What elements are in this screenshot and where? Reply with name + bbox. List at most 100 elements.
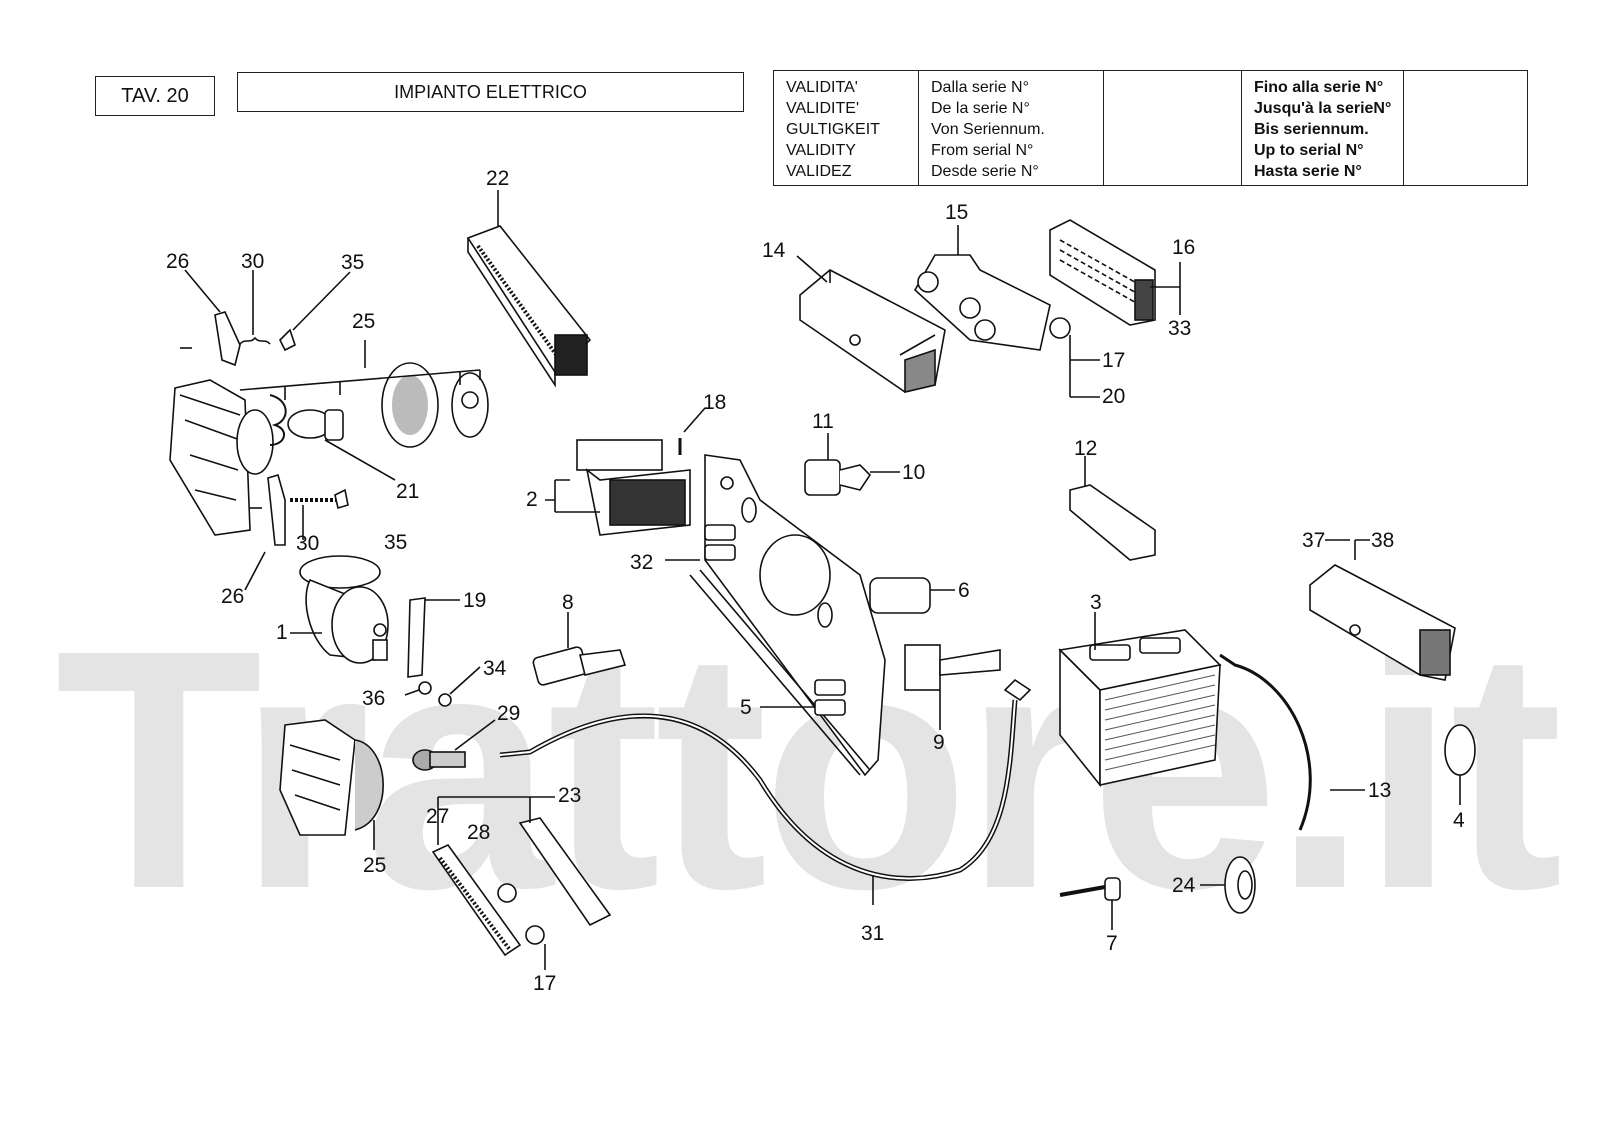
page-title: IMPIANTO ELETTRICO [394,81,587,102]
validity-label: VALIDITY [786,142,856,159]
callout-25: 25 [363,854,387,877]
callout-13: 13 [1368,779,1392,802]
to-serial-label: Jusqu'à la serieN° [1254,100,1392,117]
part-17-20-bulb [1049,317,1100,398]
from-serial-label: Desde serie N° [931,163,1039,180]
callout-32: 32 [630,551,654,574]
part-32-warning-lights [665,524,736,561]
callout-6: 6 [958,579,970,602]
part-7-screw [1059,877,1121,930]
callout-5: 5 [740,696,752,719]
callout-35: 35 [384,531,408,554]
callout-35: 35 [341,251,365,274]
part-9-toggle-switch [904,644,1001,730]
to-serial-value [1404,71,1527,185]
instrument-panel [689,454,886,777]
validity-label: VALIDITE' [786,100,859,117]
headlamp-fastener-set-top [180,269,351,367]
callout-16: 16 [1172,236,1196,259]
part-3-battery [1058,612,1222,788]
to-serial-label: Hasta serie N° [1254,163,1362,180]
callout-23: 23 [558,784,582,807]
part-4-reflector [1444,724,1476,805]
validity-label: VALIDEZ [786,163,852,180]
validity-labels-column: VALIDITA' VALIDITE' GULTIGKEIT VALIDITY … [774,71,919,185]
callout-18: 18 [703,391,727,414]
callout-21: 21 [396,480,420,503]
callout-8: 8 [562,591,574,614]
from-serial-column: Dalla serie N° De la serie N° Von Serien… [919,71,1104,185]
part-6-rotary-switch [869,577,955,614]
part-25-headlamp-lower [279,719,384,850]
to-serial-column: Fino alla serie N° Jusqu'à la serieN° Bi… [1242,71,1404,185]
callout-19: 19 [463,589,487,612]
part-19-horn-bracket [407,597,460,678]
part-22-side-lamp [466,190,592,388]
part-16-33-lens [1049,219,1181,326]
part-1-horn [290,555,389,664]
callout-24: 24 [1172,874,1196,897]
part-14-tail-lamp [796,255,946,394]
title-box: IMPIANTO ELETTRICO [237,72,744,112]
from-serial-label: Von Seriennum. [931,121,1045,138]
callout-26: 26 [166,250,190,273]
validity-label: GULTIGKEIT [786,121,880,138]
to-serial-label: Bis seriennum. [1254,121,1369,138]
callout-31: 31 [861,922,885,945]
part-37-38-lamp [1309,539,1456,681]
callout-2: 2 [526,488,538,511]
from-serial-value [1104,71,1242,185]
callout-25: 25 [352,310,376,333]
callout-1: 1 [276,621,288,644]
callout-11: 11 [812,410,834,433]
part-29-lamp-socket [412,719,496,771]
callout-14: 14 [762,239,786,262]
callout-36: 36 [362,687,386,710]
from-serial-label: Dalla serie N° [931,79,1029,96]
part-8-flasher-unit [532,612,627,686]
part-13-battery-cable [1219,653,1365,831]
to-serial-label: Fino alla serie N° [1254,79,1384,96]
callout-12: 12 [1074,437,1098,460]
part-24-grommet [1200,856,1256,914]
to-serial-label: Up to serial N° [1254,142,1364,159]
callout-10: 10 [902,461,926,484]
callout-7: 7 [1106,932,1118,955]
part-15-lamp-holder [913,225,1051,351]
part-5-warning-lights [760,679,846,716]
callout-27: 27 [426,805,450,828]
part-23-indicator-lamp [431,796,612,970]
callout-22: 22 [486,167,510,190]
callout-33: 33 [1168,317,1192,340]
callout-37: 37 [1302,529,1326,552]
validity-table: VALIDITA' VALIDITE' GULTIGKEIT VALIDITY … [773,70,1528,186]
part-31-cable [499,678,1032,905]
callout-29: 29 [497,702,521,725]
part-12-fuse-holder [1069,456,1156,561]
callout-4: 4 [1453,809,1465,832]
callout-30: 30 [296,532,320,555]
part-10-11-ignition-switch [804,433,900,496]
headlamp-fastener-set-bottom [244,473,349,591]
callout-9: 9 [933,731,945,754]
callout-17: 17 [533,972,557,995]
callout-3: 3 [1090,591,1102,614]
callout-30: 30 [241,250,265,273]
callout-17: 17 [1102,349,1126,372]
from-serial-label: De la serie N° [931,100,1030,117]
parts-34-36-nut-washer [404,666,481,707]
validity-label: VALIDITA' [786,79,858,96]
callout-34: 34 [483,657,507,680]
part-25-headlamp-assembly [169,340,489,536]
callout-28: 28 [467,821,491,844]
callout-20: 20 [1102,385,1126,408]
part-18-pin [678,407,706,455]
callout-38: 38 [1371,529,1395,552]
table-number-box: TAV. 20 [95,76,215,116]
table-number: TAV. 20 [121,84,189,107]
part-2-fuse-box [545,439,691,536]
callout-26: 26 [221,585,245,608]
callout-15: 15 [945,201,969,224]
from-serial-label: From serial N° [931,142,1034,159]
